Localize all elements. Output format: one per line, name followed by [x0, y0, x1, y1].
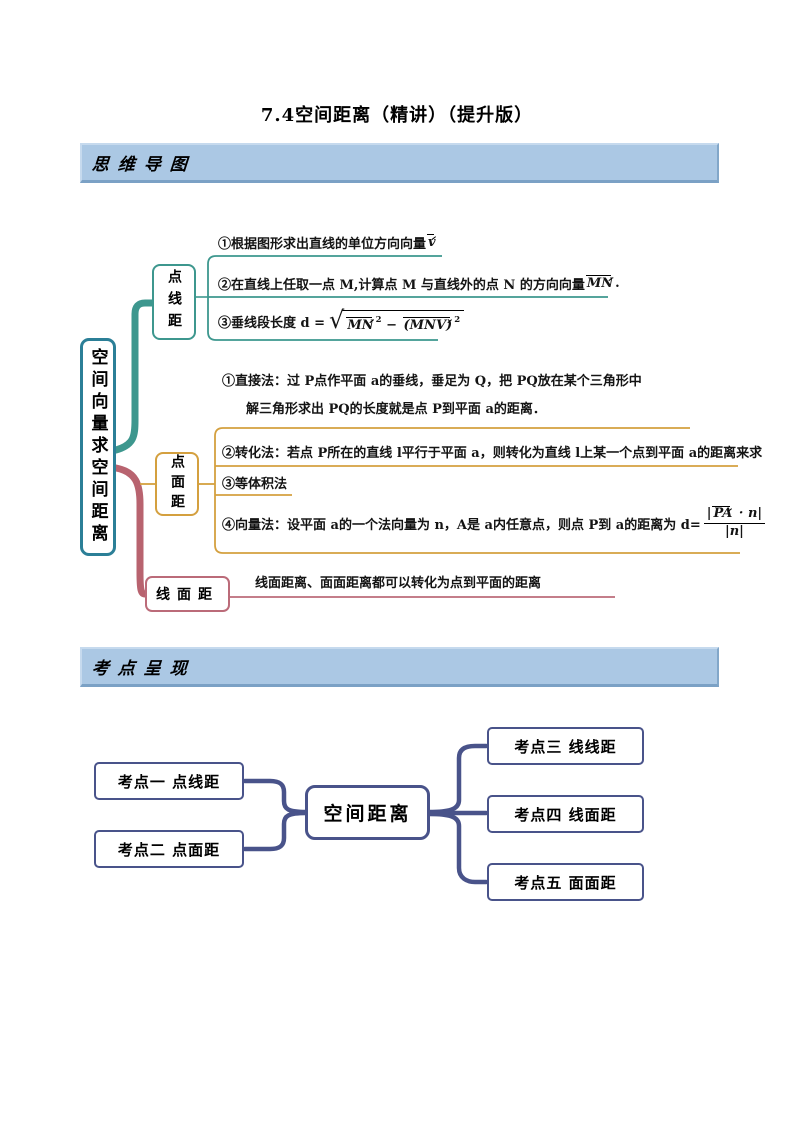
vector-pa: PA: [712, 505, 733, 521]
vector-v: v: [426, 234, 436, 250]
branch-node-line-plane-distance: 线面距: [145, 576, 230, 612]
vector-mn: MN: [585, 275, 614, 291]
center-node-label: 空间距离: [323, 803, 412, 825]
kaodian-node-3: 考点三 线线距: [487, 727, 644, 765]
root-node-label: 空间向量求空间距离: [87, 348, 108, 546]
point-plane-item-3: ③等体积法: [222, 477, 288, 492]
branch-node-label: 点线距: [166, 269, 182, 335]
root-node-spatial-vector-distance: 空间向量求空间距离: [80, 338, 116, 556]
section-banner-mindmap: 思维导图: [80, 143, 719, 183]
section-banner-kaodian: 考点呈现: [80, 647, 719, 687]
vector-mnv: (MNV): [402, 317, 453, 333]
point-plane-item-1-line-1: ①直接法：过 P点作平面 a的垂线，垂足为 Q，把 PQ放在某个三角形中: [222, 374, 642, 389]
mindmap2-connectors: [242, 743, 489, 885]
center-node-spatial-distance: 空间距离: [305, 785, 430, 840]
kaodian-node-2: 考点二 点面距: [94, 830, 244, 868]
banner-kaodian-label: 考点呈现: [91, 659, 197, 679]
kaodian-node-4: 考点四 线面距: [487, 795, 644, 833]
mindmap-exam-points: 空间距离 考点一 点线距 考点二 点面距 考点三 线线距 考点四 线面距 考点五…: [78, 700, 718, 920]
point-plane-item-2: ②转化法：若点 P所在的直线 l平行于平面 a，则转化为直线 l上某一个点到平面…: [222, 446, 763, 461]
branch-node-point-line-distance: 点线距: [152, 264, 196, 340]
mindmap1-connectors: [112, 255, 740, 598]
kaodian-node-1-label: 考点一 点线距: [117, 772, 221, 791]
kaodian-node-3-label: 考点三 线线距: [514, 737, 617, 756]
point-plane-item-1-line-2: 解三角形求出 PQ的长度就是点 P到平面 a的距离．: [246, 402, 546, 417]
line-plane-item-1: 线面距离、面面距离都可以转化为点到平面的距离: [255, 576, 542, 591]
kaodian-node-5-label: 考点五 面面距: [514, 873, 617, 892]
vector-mn: MN: [346, 317, 374, 333]
branch-node-label: 点面距: [169, 454, 185, 514]
banner-mindmap-label: 思维导图: [91, 155, 197, 175]
sqrt-icon: √: [329, 306, 345, 334]
branch-node-label: 线面距: [156, 587, 219, 603]
fraction-distance-formula: |PA · n| |n|: [703, 505, 766, 540]
kaodian-node-5: 考点五 面面距: [487, 863, 644, 901]
branch-node-point-plane-distance: 点面距: [155, 452, 199, 516]
kaodian-node-2-label: 考点二 点面距: [117, 840, 221, 859]
kaodian-node-4-label: 考点四 线面距: [514, 805, 617, 824]
kaodian-node-1: 考点一 点线距: [94, 762, 244, 800]
point-plane-item-4: ④向量法：设平面 a的一个法向量为 n，A是 a内任意点，则点 P到 a的距离为…: [222, 498, 766, 548]
page-title: 7.4空间距离（精讲）（提升版）: [260, 105, 534, 126]
